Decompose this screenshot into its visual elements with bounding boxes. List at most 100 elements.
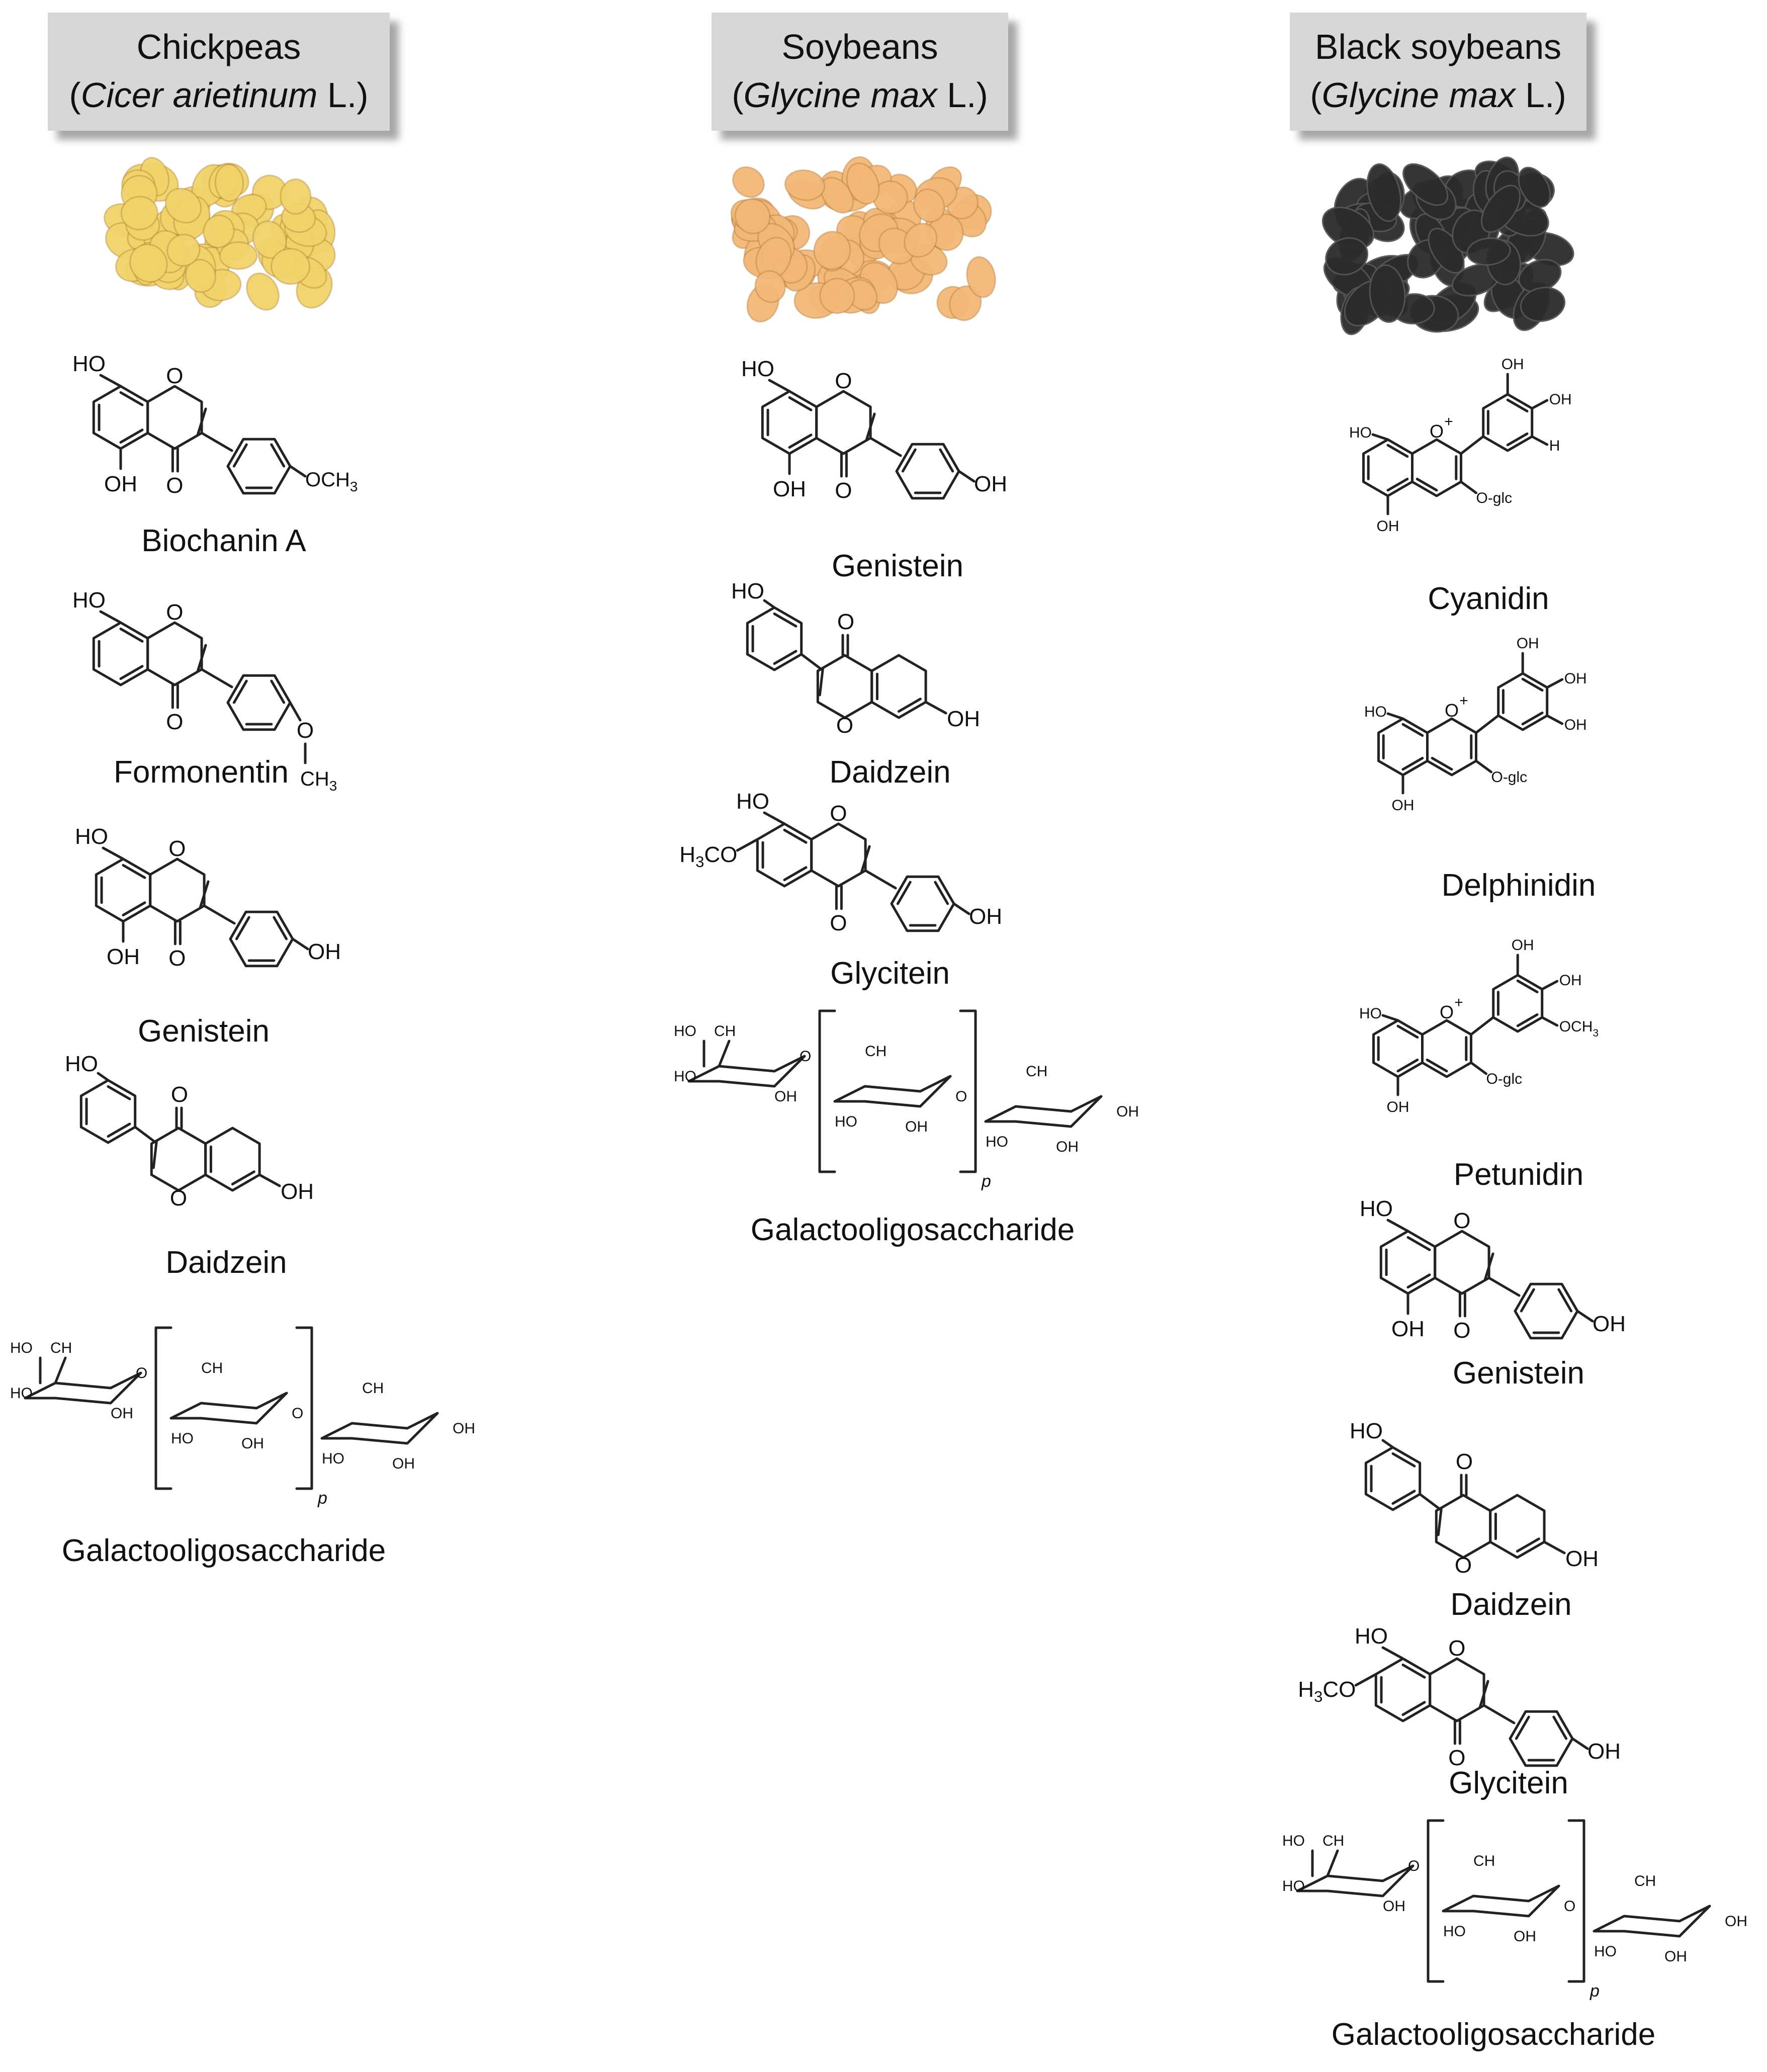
atom-label: OH: [774, 1088, 797, 1105]
bean: [1369, 264, 1406, 323]
bean: [219, 241, 258, 270]
atom-label: OH: [241, 1435, 264, 1452]
atom-label: O: [1564, 1898, 1575, 1915]
atom-label: OH: [392, 1455, 415, 1472]
atom-label: HO: [1355, 1624, 1388, 1649]
atom-label: H: [1549, 438, 1560, 454]
atom-label: OH: [1391, 1317, 1425, 1341]
bean: [203, 214, 235, 248]
atom-label: O: [168, 836, 186, 861]
chickpeas-illustration: [104, 156, 336, 311]
atom-label: HO: [1443, 1923, 1466, 1940]
atom-label: HO: [1349, 424, 1372, 441]
header-black-soybeans: Black soybeans (Glycine max L.): [1290, 13, 1586, 131]
atom-label: O: [1408, 1858, 1420, 1874]
atom-label: HO: [1360, 1196, 1393, 1221]
soybeans-illustration: [730, 156, 996, 323]
atom-label: CH: [1473, 1853, 1495, 1869]
atom-label: O: [1455, 1553, 1472, 1578]
atom-label: +: [1454, 994, 1463, 1011]
atom-label: O: [168, 946, 186, 971]
atom-label: HO: [322, 1450, 344, 1467]
atom-label: HO: [72, 352, 106, 376]
atom-label: OH: [1383, 1898, 1405, 1915]
atom-label: HO: [741, 357, 774, 381]
atom-label: +: [1459, 693, 1468, 709]
atom-label: O: [830, 911, 847, 935]
atom-label: O: [837, 610, 854, 634]
atom-label: OH: [1377, 518, 1399, 535]
atom-label: O: [800, 1048, 811, 1065]
header-common-name: Black soybeans: [1314, 27, 1562, 66]
atom-label: OH: [1512, 937, 1534, 954]
atom-label: OH: [1116, 1103, 1139, 1120]
atom-label: HO: [10, 1385, 33, 1402]
atom-label: CH3: [300, 768, 337, 794]
compound-name: Genistein: [832, 549, 963, 583]
bean: [846, 162, 880, 205]
atom-label: OH: [1514, 1928, 1536, 1945]
atom-label: O: [1453, 1208, 1470, 1233]
atom-label: HO: [10, 1340, 33, 1356]
atom-label: OH: [308, 939, 341, 964]
atom-label: O: [1453, 1318, 1470, 1343]
bean: [1402, 163, 1449, 206]
bean: [129, 243, 168, 283]
atom-label: HO: [1282, 1878, 1305, 1894]
atom-label: H3CO: [679, 842, 737, 871]
bean: [271, 248, 311, 285]
compound-name: Biochanin A: [141, 524, 306, 558]
bond-skeleton: O O OH HO OH: [1360, 1196, 1626, 1343]
header-scientific-name: Cicer arietinum: [80, 75, 318, 115]
atom-label: HO: [1594, 1943, 1617, 1960]
bean: [1325, 237, 1369, 276]
atom-label: HO: [986, 1134, 1008, 1150]
atom-label: OH: [1593, 1312, 1626, 1336]
atom-label: O: [836, 713, 853, 738]
atom-label: O: [1430, 421, 1444, 442]
compound-name: Glycitein: [830, 956, 950, 991]
atom-label: OH: [905, 1118, 928, 1135]
bean: [732, 166, 765, 198]
atom-label: O-glc: [1486, 1071, 1522, 1087]
compound-name: Daidzein: [165, 1245, 287, 1280]
atom-label: OH: [947, 707, 980, 731]
compound-name: Cyanidin: [1428, 581, 1549, 616]
atom-label: O: [171, 1082, 188, 1107]
atom-label: O: [835, 369, 852, 393]
compound-name: Daidzein: [1450, 1587, 1572, 1622]
atom-label: OH: [1564, 717, 1587, 733]
genistein-structure: O O OH HO OH: [1360, 1196, 1626, 1343]
bean: [1518, 166, 1551, 208]
bean: [734, 198, 771, 234]
bean: [120, 196, 158, 230]
bean: [1480, 185, 1521, 233]
bean-pile: [730, 156, 996, 323]
bean: [754, 270, 786, 303]
atom-label: O: [1456, 1449, 1473, 1474]
atom-label: O: [835, 478, 852, 503]
atom-label: O: [136, 1365, 147, 1382]
compound-name: Glycitein: [1449, 1766, 1568, 1800]
compound-name: Delphinidin: [1441, 868, 1596, 903]
atom-label: CH: [201, 1360, 223, 1376]
